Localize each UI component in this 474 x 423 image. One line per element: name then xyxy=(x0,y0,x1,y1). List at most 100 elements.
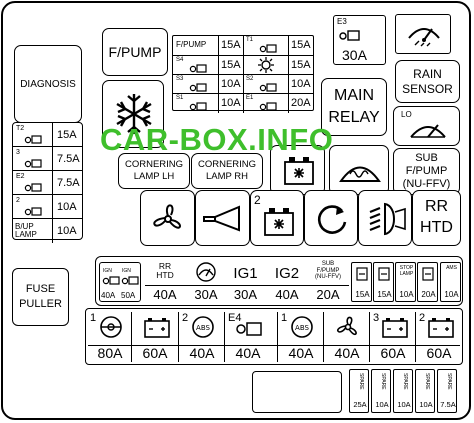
mini-fuse-symbol-icon xyxy=(356,267,368,281)
left-fuse: B/UP LAMP 10A xyxy=(12,218,83,243)
battery-icon xyxy=(428,318,454,338)
blower-relay-icon xyxy=(339,30,360,41)
abs-icon: ABS xyxy=(192,316,214,338)
grid-divider xyxy=(243,94,244,113)
mini-fuse-amp: 20A xyxy=(421,290,436,299)
rr-htd-relay-label: RR HTD xyxy=(420,198,453,236)
fuse-row-label: IG1 xyxy=(233,265,258,282)
front-defrost-icon xyxy=(339,166,381,182)
bottom-fuse-amp: 40A xyxy=(334,345,360,361)
fuse-row-underline xyxy=(145,285,349,286)
fuse-label: E2 xyxy=(16,173,25,180)
mini-fuse-amp: 10A xyxy=(399,290,414,299)
bottom-fuse-amp: 60A xyxy=(142,345,168,361)
fpump-relay: F/PUMP xyxy=(102,28,168,76)
fuse-label: S4 xyxy=(176,57,184,63)
bottom-fuse-label: E4 xyxy=(228,312,242,324)
bottom-fuse-label: 2 xyxy=(182,312,189,324)
fan-icon xyxy=(153,204,181,229)
cornering-lamp-lh-relay: CORNERING LAMP LH xyxy=(118,153,190,189)
fuse-puller: FUSE PULLER xyxy=(12,268,69,326)
fuse-label: S3 xyxy=(176,76,184,82)
bottom-fuse-amp: 40A xyxy=(288,345,314,361)
spare-amp: 25A xyxy=(353,400,367,409)
spare-label: SPARE xyxy=(446,373,452,390)
defroster-relay xyxy=(329,145,389,195)
spare-label: SPARE xyxy=(402,373,408,390)
spare-fuse: SPARE 10A xyxy=(393,369,413,413)
relay-symbol-icon xyxy=(189,102,207,111)
wiper-washer-icon xyxy=(408,28,440,47)
fuse-amp-2: 10A xyxy=(291,78,311,90)
fuse-row-amp: 40A xyxy=(275,287,299,302)
bottom-fuse-divider xyxy=(277,312,278,362)
e3-amp: 30A xyxy=(342,47,367,63)
mini-fuse-amp: 10A xyxy=(444,290,459,299)
spare-label: SPARE xyxy=(358,373,364,390)
main-relay-label: MAIN RELAY xyxy=(328,87,380,126)
ign-amp-2: 50A xyxy=(121,291,136,300)
grid-divider xyxy=(218,75,219,94)
fuse-puller-label: FUSE PULLER xyxy=(19,282,62,310)
fuse-amp: 10A xyxy=(57,201,77,213)
relay-symbol-icon xyxy=(102,276,120,285)
cornering-lh-label: CORNERING LAMP LH xyxy=(124,158,184,182)
spare-label: SPARE xyxy=(424,373,430,390)
spare-amp: 10A xyxy=(375,400,389,409)
relay-symbol-icon xyxy=(259,44,277,53)
rain-sensor-relay: RAIN SENSOR xyxy=(395,60,460,103)
relay-symbol-icon xyxy=(24,159,42,168)
battery-icon xyxy=(144,318,170,338)
wiper-icon xyxy=(196,262,216,282)
fuse-label: 2 xyxy=(16,197,20,204)
ign-label-2: IGN xyxy=(122,268,131,274)
watermark: CAR-BOX.INFO xyxy=(100,122,334,157)
bottom-fuse: 40A xyxy=(323,312,369,362)
mini-fuse: 15A xyxy=(373,262,394,302)
wiper-lo-icon xyxy=(410,124,446,138)
fuse-row-amp: 30A xyxy=(194,287,218,302)
bottom-fuse-divider xyxy=(224,312,225,362)
grid-divider xyxy=(288,94,289,113)
bottom-fuse-divider xyxy=(178,312,179,362)
bottom-fuse-label: 1 xyxy=(90,312,97,324)
fuse-row-item: SUB F/PUMP (NU-FFV)20A xyxy=(308,261,348,303)
bottom-fuse-divider xyxy=(131,312,132,362)
fuse-label-2: S2 xyxy=(246,76,254,82)
sun-icon xyxy=(258,57,274,73)
start-relay xyxy=(304,190,358,246)
ac-relay xyxy=(102,80,164,148)
left-fuse: 2 10A xyxy=(12,194,83,219)
bottom-fuse-amp: 60A xyxy=(426,345,452,361)
relay-symbol-icon xyxy=(24,207,42,216)
fuse-label: 3 xyxy=(16,149,20,156)
abs-icon: ABS xyxy=(291,316,313,338)
radiator-fan-icon xyxy=(284,157,314,185)
fuse-amp: 15A xyxy=(221,59,241,71)
relay-symbol-icon xyxy=(121,276,139,285)
left-fuse-divider xyxy=(52,219,53,243)
spare-amp: 7.5A xyxy=(440,400,456,409)
fuse-row-label: RR HTD xyxy=(156,261,174,281)
fuse-label: F/PUMP xyxy=(176,40,207,49)
bottom-fuse-label: 2 xyxy=(419,312,426,324)
fuse-row-label: IG2 xyxy=(274,265,300,282)
grid-divider xyxy=(218,94,219,113)
empty-slot xyxy=(252,371,342,413)
bottom-fuse: 60A xyxy=(131,312,177,362)
fuse-amp: 10A xyxy=(57,225,77,237)
relay-symbol-icon xyxy=(259,83,277,92)
wiper-lo-relay: LO xyxy=(393,106,460,146)
fuse-label-2: E1 xyxy=(246,95,254,101)
fuse-label: B/UP LAMP xyxy=(15,222,37,240)
svg-text:ABS: ABS xyxy=(295,324,309,332)
spare-amp: 10A xyxy=(397,400,411,409)
